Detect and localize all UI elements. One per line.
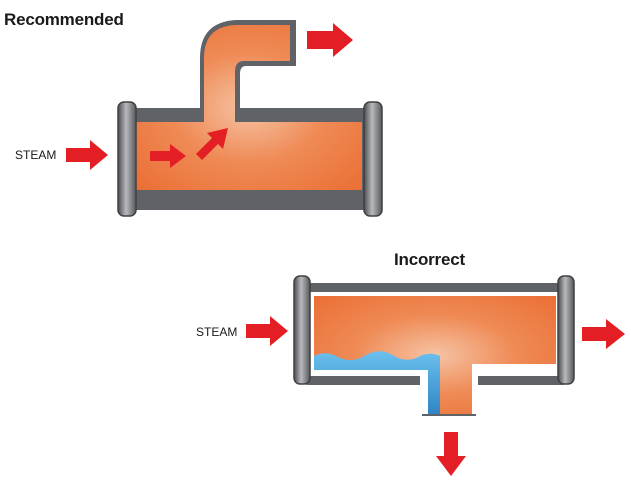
arrow-down-icon [436, 432, 466, 476]
left-flange [117, 101, 137, 217]
steam-inlet-label: STEAM [15, 148, 57, 162]
arrow-up-right-icon [196, 128, 228, 160]
arrow-right-icon [150, 144, 186, 168]
right-flange [363, 101, 383, 217]
recommended-title: Recommended [4, 10, 124, 29]
right-flange [557, 275, 575, 385]
condensate-pool [314, 351, 440, 414]
steam-inlet-label: STEAM [196, 325, 238, 339]
arrow-right-icon [66, 140, 108, 170]
arrow-right-icon [246, 316, 288, 346]
left-flange [293, 275, 311, 385]
arrow-right-icon [307, 23, 353, 57]
arrow-right-icon [582, 319, 625, 349]
recommended-diagram [66, 20, 383, 217]
incorrect-diagram [246, 275, 625, 476]
steam-fill [136, 25, 362, 190]
incorrect-title: Incorrect [394, 250, 465, 269]
